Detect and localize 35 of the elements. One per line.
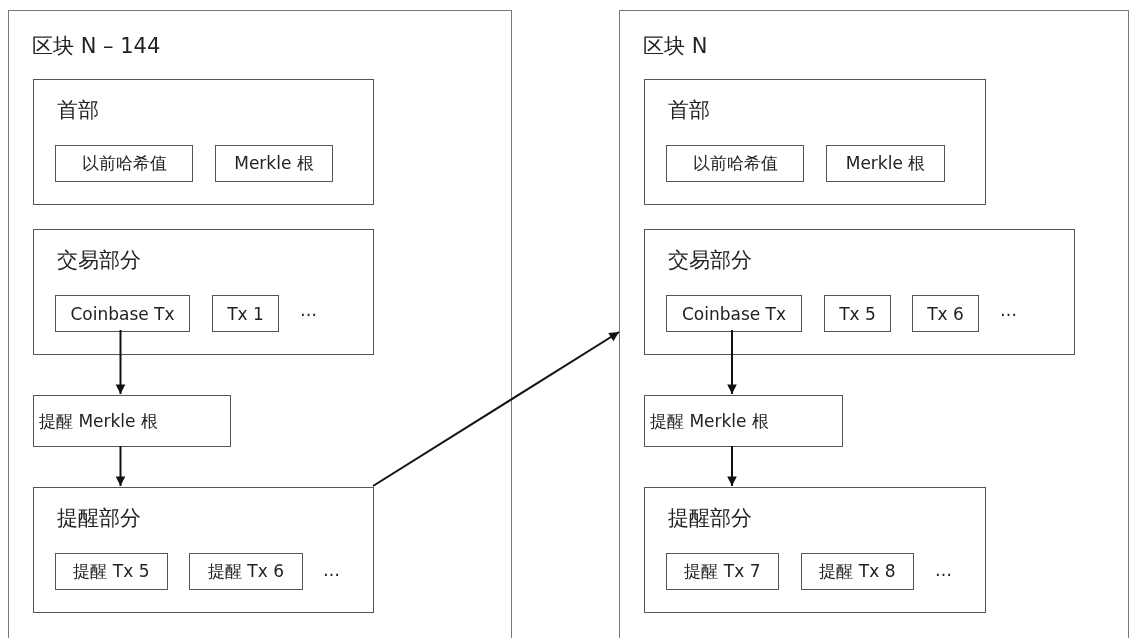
ellipsis-text: … bbox=[300, 300, 317, 320]
item-box: Tx 1 bbox=[212, 295, 279, 332]
item-box: Coinbase Tx bbox=[666, 295, 802, 332]
item-box: 以前哈希值 bbox=[666, 145, 804, 182]
item-box: Merkle 根 bbox=[826, 145, 945, 182]
item-box: Coinbase Tx bbox=[55, 295, 190, 332]
block-heading: 区块 N – 144 bbox=[32, 33, 161, 60]
item-box: Tx 6 bbox=[912, 295, 979, 332]
section-panel bbox=[644, 79, 986, 205]
item-box: 提醒 Tx 5 bbox=[55, 553, 168, 590]
section-heading: 首部 bbox=[57, 97, 99, 124]
ellipsis-text: … bbox=[323, 560, 340, 580]
item-box: 提醒 Tx 8 bbox=[801, 553, 914, 590]
item-box: Merkle 根 bbox=[215, 145, 333, 182]
section-panel bbox=[33, 79, 374, 205]
section-heading: 提醒部分 bbox=[57, 505, 141, 532]
item-box: 提醒 Tx 6 bbox=[189, 553, 303, 590]
section-heading: 交易部分 bbox=[57, 247, 141, 274]
item-box: 以前哈希值 bbox=[55, 145, 193, 182]
section-panel bbox=[33, 487, 374, 613]
section-heading: 首部 bbox=[668, 97, 710, 124]
block-panel bbox=[8, 10, 512, 638]
ellipsis-text: … bbox=[935, 560, 952, 580]
merkle-root-box: 提醒 Merkle 根 bbox=[644, 395, 843, 447]
section-panel bbox=[644, 229, 1075, 355]
item-box: Tx 5 bbox=[824, 295, 891, 332]
section-panel bbox=[644, 487, 986, 613]
block-panel bbox=[619, 10, 1129, 638]
item-box: 提醒 Tx 7 bbox=[666, 553, 779, 590]
section-heading: 提醒部分 bbox=[668, 505, 752, 532]
ellipsis-text: … bbox=[1000, 300, 1017, 320]
section-heading: 交易部分 bbox=[668, 247, 752, 274]
merkle-root-box: 提醒 Merkle 根 bbox=[33, 395, 231, 447]
section-panel bbox=[33, 229, 374, 355]
block-heading: 区块 N bbox=[643, 33, 708, 60]
